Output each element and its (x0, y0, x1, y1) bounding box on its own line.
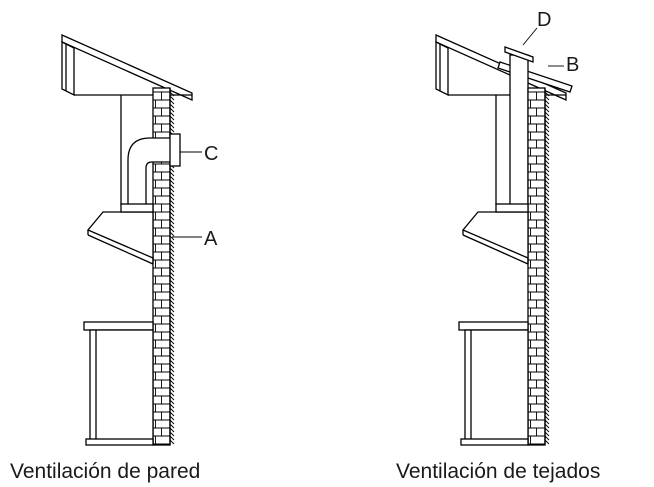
caption-roof-vent: Ventilación de tejados (396, 460, 600, 483)
label-d: D (537, 9, 551, 31)
roof-cap-d (504, 27, 538, 63)
label-a: A (204, 228, 218, 250)
duct-elbow (127, 133, 181, 206)
counter-right (458, 321, 529, 446)
caption-wall-vent: Ventilación de pared (10, 460, 200, 483)
counter-left (83, 321, 154, 446)
roof-left (61, 33, 193, 102)
brick-wall-right (527, 87, 550, 446)
roof-vent-figure: D B Ventilación de tejados (396, 9, 600, 483)
range-hood-left (86, 203, 154, 265)
range-hood-right (461, 203, 529, 265)
wall-vent-figure: C A Ventilación de pared (10, 33, 218, 483)
label-c: C (204, 143, 218, 165)
vertical-duct (495, 54, 529, 208)
label-b: B (566, 54, 579, 76)
